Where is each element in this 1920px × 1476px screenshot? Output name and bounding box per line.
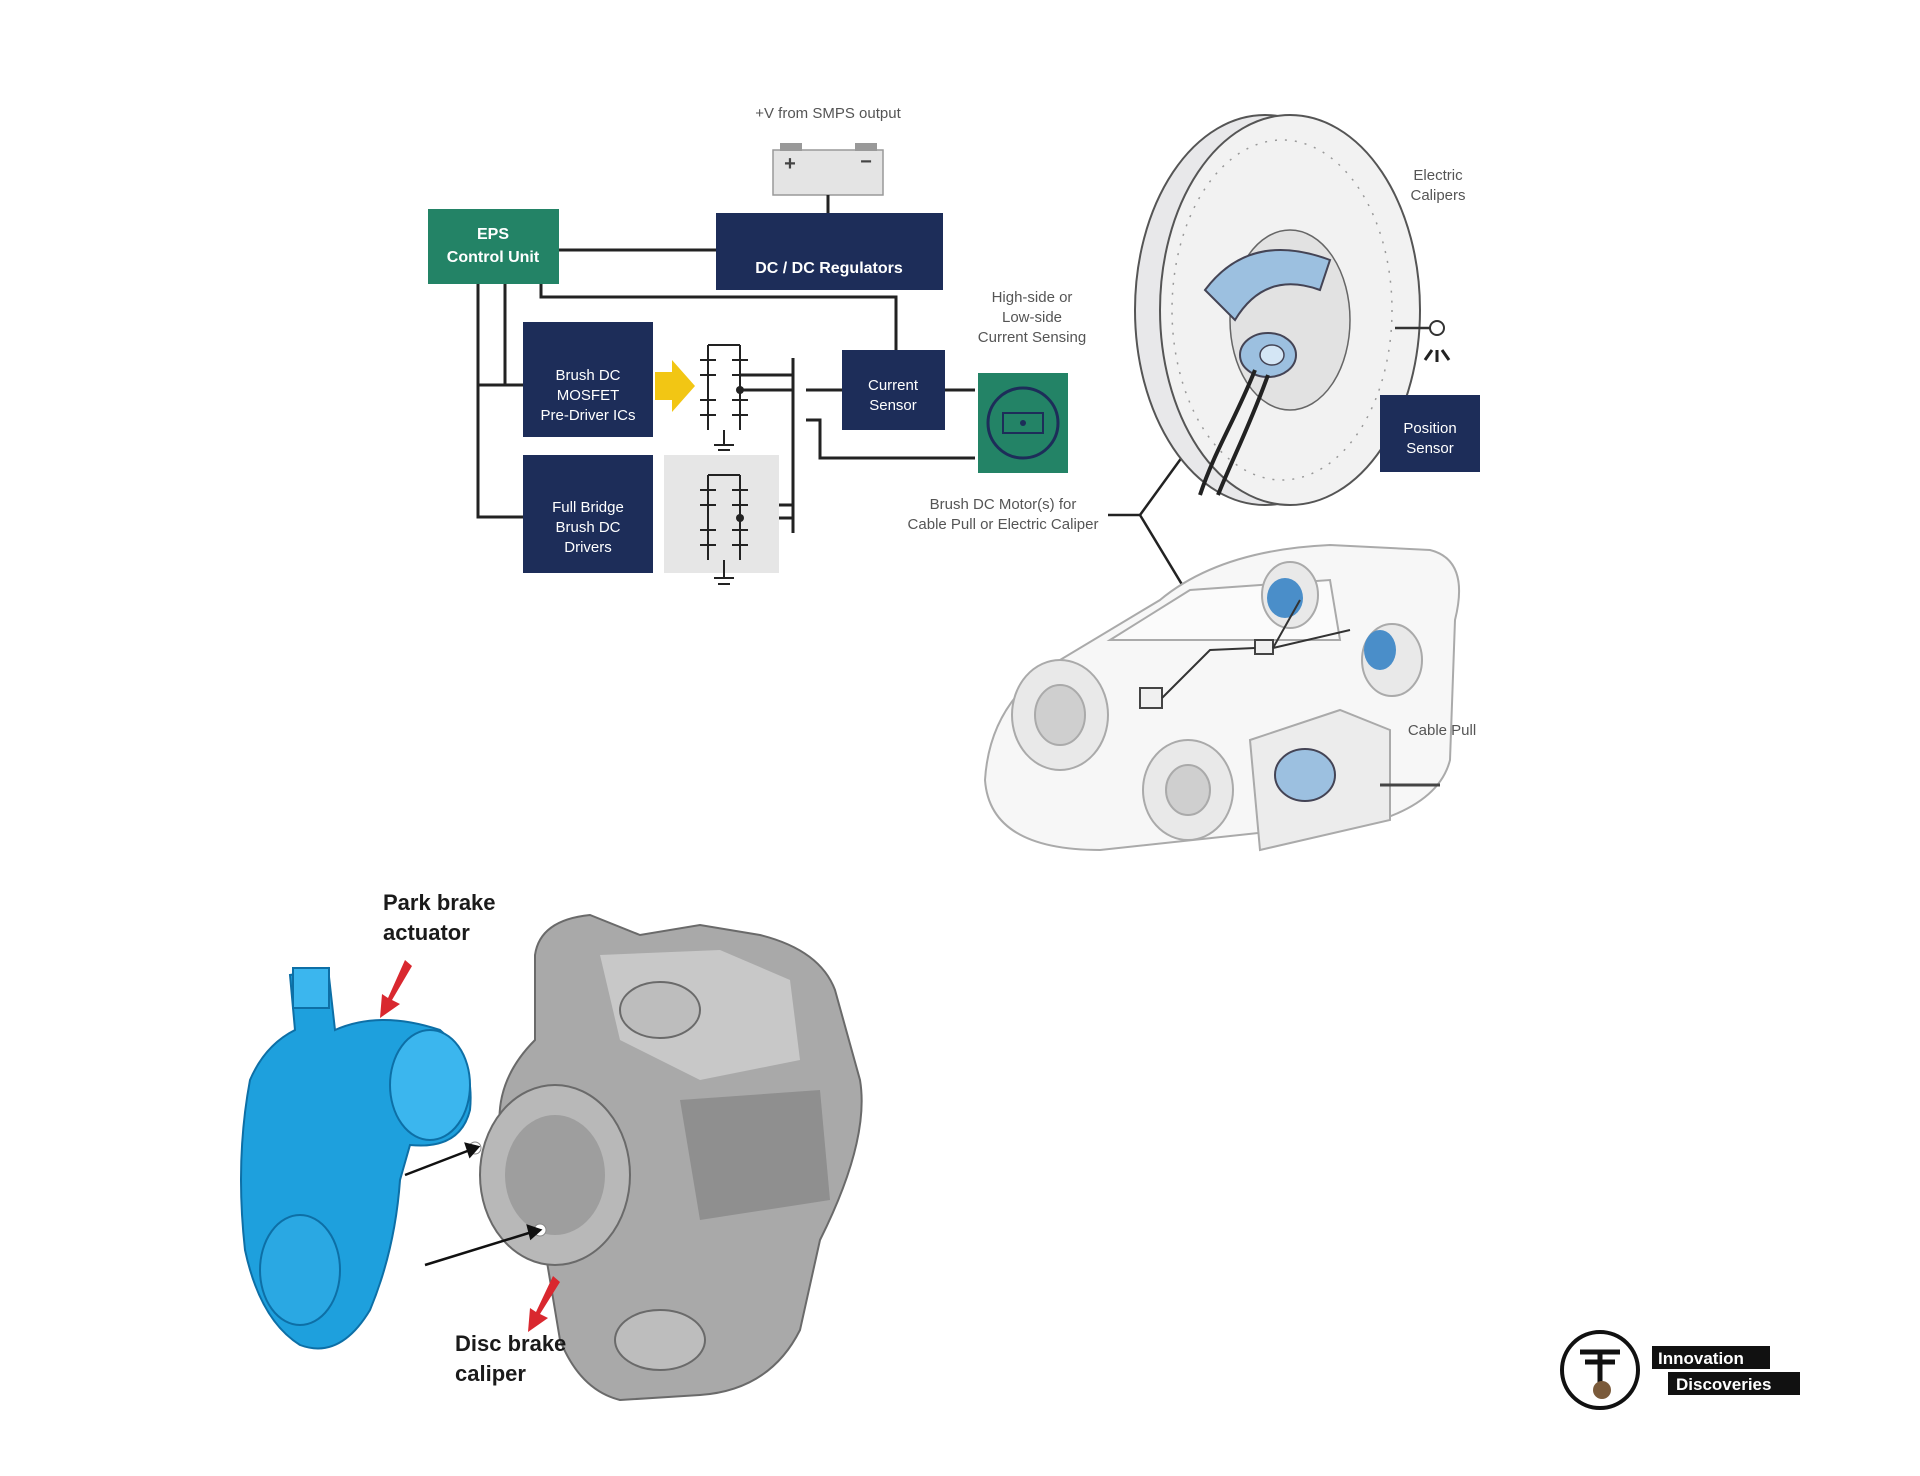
dcdc-label: DC / DC Regulators: [755, 260, 903, 277]
predriver-label-2: MOSFET: [557, 387, 620, 404]
cable-pull-label: Cable Pull: [1408, 722, 1476, 739]
dcdc-regulators: DC / DC Regulators: [716, 213, 943, 290]
connection-lines: [476, 195, 975, 533]
park-brake-actuator: [240, 966, 472, 1350]
current-sensor-label-2: Sensor: [869, 397, 917, 414]
caliper-photo: [468, 913, 863, 1402]
actuator-label-1: Park brake: [383, 890, 496, 915]
mosfet-bridge-icon: [700, 344, 748, 451]
current-sensing-label-1: High-side or: [992, 289, 1073, 306]
position-sensor-label-2: Sensor: [1406, 440, 1454, 457]
current-sensing-label-3: Current Sensing: [978, 329, 1086, 346]
eps-control-unit: EPS Control Unit: [428, 209, 559, 284]
svg-text:−: −: [860, 151, 872, 173]
current-sensor-block: Current Sensor: [842, 350, 945, 430]
predriver-label-3: Pre-Driver ICs: [540, 407, 635, 424]
motor-label-2: Cable Pull or Electric Caliper: [908, 516, 1099, 533]
car-illustration: [983, 543, 1461, 852]
current-sensing-label-2: Low-side: [1002, 309, 1062, 326]
mosfet-bridge-2-icon: [700, 474, 748, 585]
full-bridge-label-3: Drivers: [564, 539, 612, 556]
current-sensor-label-1: Current: [868, 377, 919, 394]
innovation-discoveries-logo: Innovation Discoveries: [1560, 1330, 1800, 1410]
caliper-label-2: caliper: [455, 1361, 526, 1386]
block-diagram: +V from SMPS output + −: [428, 105, 1302, 781]
car-actuators: [1139, 578, 1440, 802]
full-bridge-label-1: Full Bridge: [552, 499, 624, 516]
motor-block: [978, 373, 1068, 473]
position-sensor-label-1: Position: [1403, 420, 1456, 437]
predriver-block: Brush DC MOSFET Pre-Driver ICs: [523, 322, 653, 437]
electric-calipers-label-1: Electric: [1413, 167, 1463, 184]
svg-text:+: +: [784, 153, 796, 175]
mounting-arrows: [404, 1142, 543, 1267]
eps-label-1: EPS: [477, 226, 509, 243]
yellow-arrow-icon: [655, 360, 695, 412]
electric-calipers-label-2: Calipers: [1410, 187, 1465, 204]
logo-line-1: Innovation: [1658, 1349, 1744, 1368]
battery-icon: + −: [772, 143, 884, 196]
motor-label-1: Brush DC Motor(s) for: [930, 496, 1077, 513]
caliper-label-1: Disc brake: [455, 1331, 566, 1356]
actuator-label-2: actuator: [383, 920, 470, 945]
supply-label: +V from SMPS output: [755, 105, 901, 122]
position-sensor-block: Position Sensor: [1380, 395, 1480, 472]
predriver-label-1: Brush DC: [555, 367, 620, 384]
red-arrows: [380, 960, 560, 1332]
electric-caliper-illustration: [1134, 114, 1451, 506]
logo-line-2: Discoveries: [1676, 1375, 1771, 1394]
eps-label-2: Control Unit: [447, 249, 540, 266]
full-bridge-label-2: Brush DC: [555, 519, 620, 536]
